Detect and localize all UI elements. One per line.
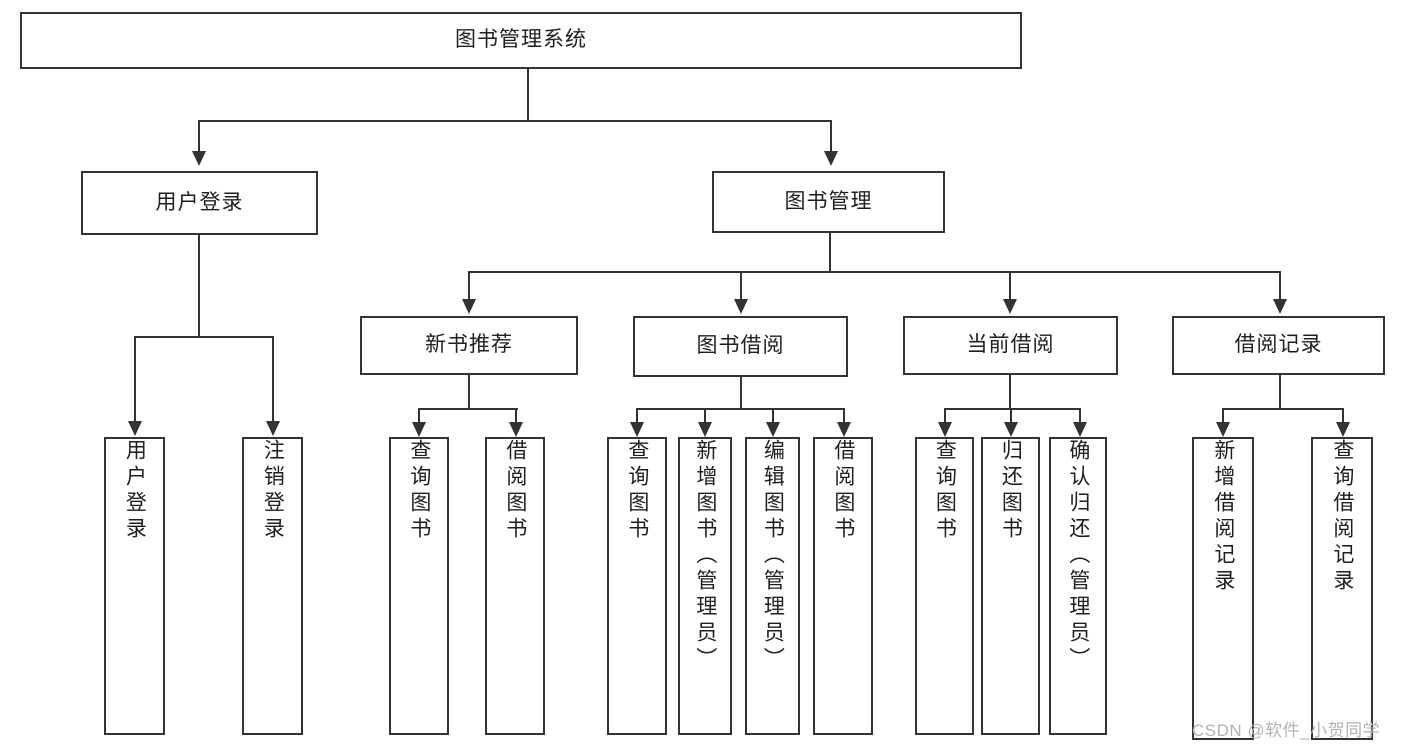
node-borrow-record[interactable]: 借阅记录 — [1172, 316, 1385, 375]
node-book-borrow-label: 图书借阅 — [696, 334, 785, 358]
arrowhead-to-new-book-rec — [462, 299, 476, 314]
connector-root-to-book-manage — [830, 120, 832, 151]
node-book-borrow[interactable]: 图书借阅 — [633, 316, 848, 377]
connector-book-manage-bus — [468, 271, 1279, 273]
node-leaf-borrow-book-1-label: 借阅图书 — [503, 439, 527, 543]
connector-root-bus — [198, 120, 830, 122]
arrowhead-to-current-borrow — [1003, 299, 1017, 314]
connector-bm-to-book-borrow — [740, 271, 742, 299]
node-borrow-record-label: 借阅记录 — [1234, 333, 1323, 357]
arrowhead-to-leaf-query-book-3 — [938, 422, 952, 437]
connector-book-manage-stem — [829, 233, 831, 271]
node-leaf-query-record[interactable]: 查询借阅记录 — [1311, 437, 1373, 740]
node-leaf-query-book-2-label: 查询图书 — [625, 439, 649, 543]
node-leaf-borrow-book-1[interactable]: 借阅图书 — [485, 437, 545, 735]
connector-root-stem — [527, 69, 529, 120]
node-leaf-confirm-return[interactable]: 确认归还（管理员） — [1049, 437, 1107, 735]
connector-bb-stem — [740, 377, 742, 408]
node-leaf-borrow-book-2-label: 借阅图书 — [831, 439, 855, 543]
connector-cb-to-leaf2 — [1010, 408, 1012, 422]
connector-bb-bus — [636, 408, 843, 410]
arrowhead-to-leaf-query-record — [1336, 422, 1350, 437]
node-root[interactable]: 图书管理系统 — [20, 12, 1022, 69]
csdn-watermark: CSDN @软件_小贺同学 — [1192, 721, 1381, 740]
node-book-manage-label: 图书管理 — [784, 189, 873, 213]
node-leaf-edit-book-label: 编辑图书（管理员） — [761, 439, 785, 673]
connector-br-to-leaf2 — [1342, 408, 1344, 422]
connector-bm-to-current-borrow — [1009, 271, 1011, 299]
arrowhead-to-borrow-record — [1273, 299, 1287, 314]
connector-bb-to-leaf2 — [704, 408, 706, 422]
node-leaf-query-book-3-label: 查询图书 — [933, 439, 957, 543]
node-new-book-rec-label: 新书推荐 — [425, 333, 513, 357]
node-leaf-user-login-label: 用户登录 — [123, 439, 147, 543]
node-leaf-add-book[interactable]: 新增图书（管理员） — [678, 437, 732, 735]
connector-bb-to-leaf4 — [843, 408, 845, 422]
connector-nbr-to-leaf1 — [418, 408, 420, 422]
arrowhead-to-leaf-query-book-2 — [630, 422, 644, 437]
connector-user-login-bus — [134, 336, 272, 338]
connector-br-to-leaf1 — [1222, 408, 1224, 422]
arrowhead-to-user-login — [192, 151, 206, 166]
node-leaf-query-book-1-label: 查询图书 — [407, 439, 431, 543]
arrowhead-to-leaf-borrow-book-1 — [509, 422, 523, 437]
node-leaf-return-book-label: 归还图书 — [999, 439, 1023, 543]
connector-user-login-stem — [198, 235, 200, 336]
node-leaf-add-record-label: 新增借阅记录 — [1211, 439, 1235, 595]
arrowhead-to-leaf-confirm-return — [1073, 422, 1087, 437]
connector-bm-to-borrow-record — [1279, 271, 1281, 299]
connector-user-login-to-leaf1 — [134, 336, 136, 421]
node-leaf-logout[interactable]: 注销登录 — [242, 437, 303, 735]
node-leaf-query-record-label: 查询借阅记录 — [1330, 439, 1354, 595]
connector-br-bus — [1222, 408, 1342, 410]
arrowhead-to-leaf-return-book — [1004, 422, 1018, 437]
node-leaf-return-book[interactable]: 归还图书 — [981, 437, 1040, 735]
node-leaf-add-record[interactable]: 新增借阅记录 — [1192, 437, 1254, 740]
arrowhead-to-leaf-edit-book — [766, 422, 780, 437]
node-leaf-confirm-return-label: 确认归还（管理员） — [1066, 439, 1090, 673]
node-book-manage[interactable]: 图书管理 — [712, 171, 945, 233]
node-leaf-query-book-1[interactable]: 查询图书 — [389, 437, 449, 735]
connector-nbr-to-leaf2 — [515, 408, 517, 422]
arrowhead-to-leaf-user-login — [128, 421, 142, 436]
arrowhead-to-leaf-add-record — [1216, 422, 1230, 437]
node-user-login-label: 用户登录 — [155, 190, 244, 214]
arrowhead-to-leaf-add-book — [698, 422, 712, 437]
connector-bm-to-new-book-rec — [468, 271, 470, 299]
connector-nbr-bus — [418, 408, 518, 410]
node-current-borrow[interactable]: 当前借阅 — [903, 316, 1118, 375]
node-leaf-query-book-2[interactable]: 查询图书 — [607, 437, 667, 735]
node-leaf-logout-label: 注销登录 — [261, 439, 285, 543]
connector-user-login-to-leaf2 — [272, 336, 274, 421]
node-current-borrow-label: 当前借阅 — [966, 333, 1055, 357]
node-leaf-borrow-book-2[interactable]: 借阅图书 — [813, 437, 873, 735]
connector-cb-stem — [1009, 375, 1011, 408]
connector-br-stem — [1279, 375, 1281, 408]
arrowhead-to-book-manage — [824, 151, 838, 166]
arrowhead-to-leaf-query-book-1 — [412, 422, 426, 437]
node-new-book-rec[interactable]: 新书推荐 — [360, 316, 578, 375]
connector-cb-to-leaf1 — [944, 408, 946, 422]
node-root-label: 图书管理系统 — [455, 28, 587, 52]
node-leaf-query-book-3[interactable]: 查询图书 — [915, 437, 974, 735]
connector-nbr-stem — [468, 375, 470, 408]
arrowhead-to-book-borrow — [734, 299, 748, 314]
node-leaf-edit-book[interactable]: 编辑图书（管理员） — [745, 437, 800, 735]
arrowhead-to-leaf-logout — [266, 421, 280, 436]
node-leaf-add-book-label: 新增图书（管理员） — [693, 439, 717, 673]
node-user-login[interactable]: 用户登录 — [81, 171, 318, 235]
node-leaf-user-login[interactable]: 用户登录 — [104, 437, 165, 735]
connector-bb-to-leaf3 — [772, 408, 774, 422]
connector-root-to-user-login — [198, 120, 200, 151]
connector-cb-to-leaf3 — [1079, 408, 1081, 422]
connector-bb-to-leaf1 — [636, 408, 638, 422]
arrowhead-to-leaf-borrow-book-2 — [837, 422, 851, 437]
